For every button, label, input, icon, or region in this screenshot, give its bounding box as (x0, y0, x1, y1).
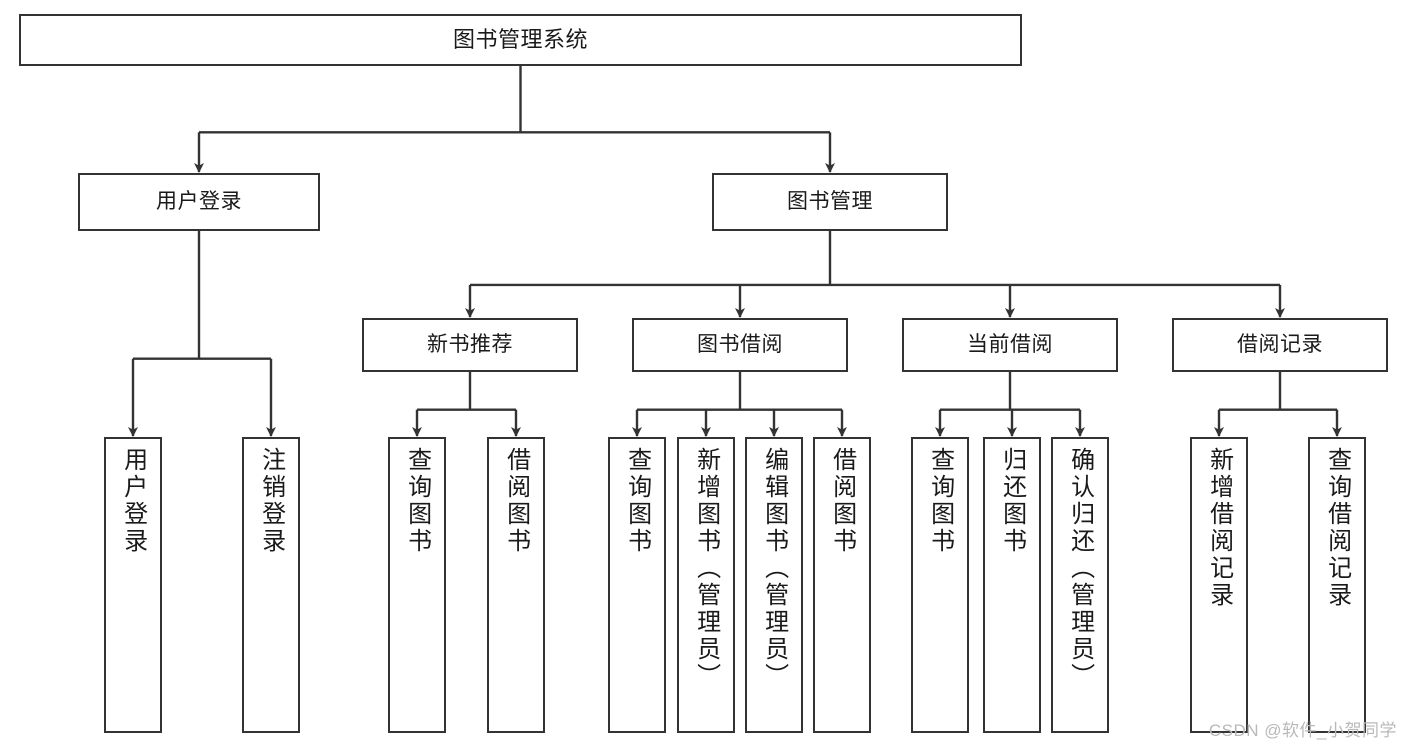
node-leaf-cb-confirm[interactable]: 确认归还（管理员） (1051, 437, 1109, 733)
node-leaf-br-add[interactable]: 新增借阅记录 (1190, 437, 1248, 733)
node-leaf-rec-borrow[interactable]: 借阅图书 (487, 437, 545, 733)
node-label: 借阅记录 (1237, 332, 1323, 356)
node-book-borrow[interactable]: 图书借阅 (632, 318, 848, 372)
node-user-login[interactable]: 用户登录 (78, 173, 320, 231)
node-label: 确认归还（管理员） (1066, 447, 1094, 690)
node-label: 新书推荐 (427, 332, 513, 356)
node-leaf-user-logout[interactable]: 注销登录 (242, 437, 300, 733)
node-label: 查询图书 (926, 447, 954, 555)
node-current-borrow[interactable]: 当前借阅 (902, 318, 1118, 372)
node-leaf-user-login[interactable]: 用户登录 (104, 437, 162, 733)
node-label: 新增图书（管理员） (692, 447, 720, 690)
node-label: 图书借阅 (697, 332, 783, 356)
node-label: 编辑图书（管理员） (760, 447, 788, 690)
node-leaf-cb-query[interactable]: 查询图书 (911, 437, 969, 733)
node-leaf-rec-query[interactable]: 查询图书 (388, 437, 446, 733)
node-leaf-br-query[interactable]: 查询借阅记录 (1308, 437, 1366, 733)
node-label: 查询图书 (403, 447, 431, 555)
node-label: 新增借阅记录 (1205, 447, 1233, 609)
node-label: 用户登录 (119, 447, 147, 555)
node-label: 查询借阅记录 (1323, 447, 1351, 609)
node-label: 借阅图书 (502, 447, 530, 555)
node-book-manage[interactable]: 图书管理 (712, 173, 948, 231)
node-leaf-bb-borrow[interactable]: 借阅图书 (813, 437, 871, 733)
node-label: 注销登录 (257, 447, 285, 555)
node-label: 图书管理 (787, 189, 873, 213)
node-leaf-cb-return[interactable]: 归还图书 (983, 437, 1041, 733)
node-new-book-rec[interactable]: 新书推荐 (362, 318, 578, 372)
node-label: 用户登录 (156, 189, 242, 213)
node-label: 图书管理系统 (452, 27, 588, 53)
node-label: 归还图书 (998, 447, 1026, 555)
node-label: 查询图书 (623, 447, 651, 555)
node-root[interactable]: 图书管理系统 (19, 14, 1022, 66)
node-label: 借阅图书 (828, 447, 856, 555)
node-leaf-bb-edit[interactable]: 编辑图书（管理员） (745, 437, 803, 733)
watermark: CSDN @软件_小贺同学 (1208, 721, 1397, 740)
node-leaf-bb-add[interactable]: 新增图书（管理员） (677, 437, 735, 733)
edge-paths (128, 66, 1342, 437)
node-label: 当前借阅 (967, 332, 1053, 356)
node-leaf-bb-query[interactable]: 查询图书 (608, 437, 666, 733)
node-borrow-record[interactable]: 借阅记录 (1172, 318, 1388, 372)
